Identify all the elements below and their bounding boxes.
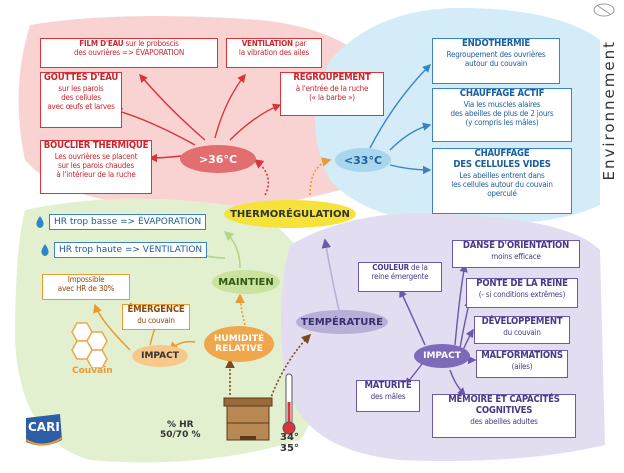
hr-value: % HR 50/70 % — [160, 420, 201, 440]
danse-orientation-box: DANSE D'ORIENTATION moins efficace — [452, 240, 580, 268]
couvain-icon — [62, 318, 122, 372]
hive-icon — [222, 396, 274, 448]
water-drop-icon — [36, 215, 44, 228]
bouclier-thermique-box: BOUCLIER THERMIQUE Les ouvrières se plac… — [40, 140, 152, 194]
impact-humidity-label: IMPACT — [132, 345, 188, 367]
side-title: Environnement — [600, 40, 618, 181]
thermo-values: 34° 35° — [280, 432, 299, 454]
impossible-box: Impossible avec HR de 30% — [42, 274, 130, 300]
temperature-label: TEMPÉRATURE — [296, 310, 388, 334]
cold-label: <33°C — [335, 148, 391, 172]
water-drop-icon — [41, 243, 49, 256]
chauffage-actif-box: CHAUFFAGE ACTIF Via les muscles alaires … — [432, 88, 572, 142]
memoire-box: MÉMOIRE ET CAPACITÉS COGNITIVES des abei… — [432, 394, 576, 438]
maturite-box: MATURITÉ des mâles — [356, 380, 420, 412]
developpement-box: DÉVELOPPEMENT du couvain — [474, 316, 570, 344]
hr-low-row: HR trop basse => ÉVAPORATION — [35, 214, 207, 230]
film-deau-box: FILM D'EAU sur le proboscis des ouvrière… — [40, 38, 218, 68]
chauffage-cellules-box: CHAUFFAGE DES CELLULES VIDES Les abeille… — [432, 148, 572, 214]
humidity-zone — [15, 198, 323, 463]
gouttes-deau-box: GOUTTES D'EAU sur les parois des cellule… — [40, 72, 122, 128]
endothermie-box: ENDOTHERMIE Regroupement des ouvrières a… — [432, 38, 560, 84]
emergence-box: ÉMERGENCE du couvain — [122, 304, 190, 330]
cari-logo: CARI — [20, 410, 66, 450]
thermoregulation-label: THERMORÉGULATION — [224, 200, 356, 228]
malformations-box: MALFORMATIONS (ailes) — [476, 350, 568, 378]
impact-temperature-label: IMPACT — [414, 344, 470, 368]
bee-doodle-icon — [590, 0, 618, 20]
ventilation-box: VENTILATION par la vibration des ailes — [226, 38, 322, 68]
regroupement-box: REGROUPEMENT à l'entrée de la ruche (« l… — [280, 72, 384, 116]
couvain-label: Couvain — [72, 366, 113, 376]
hot-label: >36°C — [180, 145, 256, 173]
maintien-label: MAINTIEN — [212, 270, 280, 294]
ponte-reine-box: PONTE DE LA REINE (- si conditions extrê… — [466, 278, 578, 308]
couleur-reine-box: COULEUR de la reine émergente — [358, 262, 442, 292]
hr-high-row: HR trop haute => VENTILATION — [40, 242, 208, 258]
thermometer-icon — [282, 372, 296, 440]
